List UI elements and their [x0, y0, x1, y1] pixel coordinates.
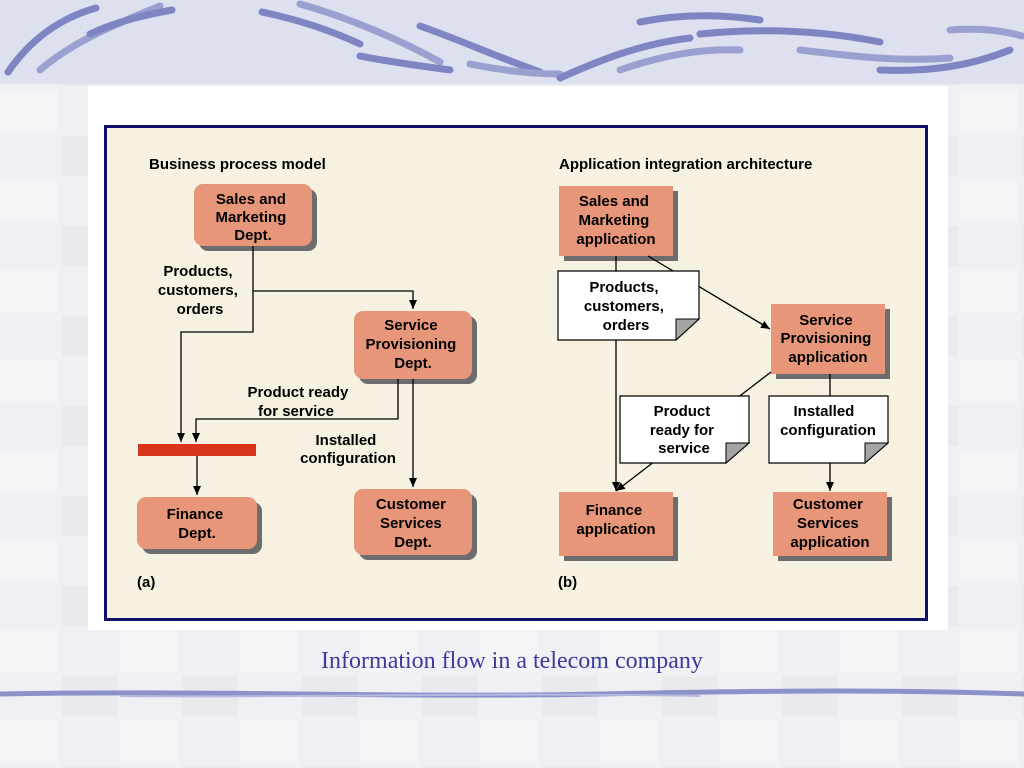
- panel-a-arrow-sales-to-bar: [177, 246, 254, 442]
- panel-b-arrow-sales-to-service: [647, 255, 771, 330]
- panel-b-sales-node: Sales and Marketing application: [559, 186, 678, 261]
- svg-text:Finance Dept.: Finance Dept.: [167, 506, 228, 542]
- panel-a-customer-node: Customer Services Dept.: [354, 489, 477, 560]
- header-swoosh-band: [0, 0, 1024, 84]
- panel-b-service-node: Service Provisioning application: [771, 304, 890, 379]
- bottom-swoosh-rule: [0, 688, 1024, 698]
- svg-text:Sales and Marketing: Sales and Marketing Dept.: [215, 191, 290, 244]
- panel-a-tag: (a): [137, 574, 155, 591]
- panel-a-finance-node: Finance Dept.: [137, 497, 262, 554]
- svg-text:Service Provisioning: Service Provisioning application: [780, 312, 875, 366]
- panel-b-document-product-ready: Product ready for service: [619, 395, 751, 465]
- information-flow-diagram: Business process model Sales and Marketi…: [104, 125, 928, 621]
- panel-b-finance-node: Finance application: [559, 492, 678, 561]
- panel-a-label-installed: Installed configuration: [300, 432, 396, 467]
- panel-b-tag: (b): [558, 574, 577, 591]
- svg-text:Service Provisioning: Service Provisioning Dept.: [365, 317, 460, 372]
- svg-text:Installed configuration: Installed configuration: [780, 403, 876, 439]
- panel-a-heading: Business process model: [149, 156, 326, 173]
- panel-a-label-product-ready: Product ready for service: [247, 384, 352, 420]
- svg-text:Product ready for: Product ready for service: [650, 403, 718, 457]
- svg-text:Products, customers,: Products, customers, orders: [584, 279, 668, 334]
- svg-text:Finance application: Finance application: [576, 502, 655, 538]
- svg-text:Sales and Marketing: Sales and Marketing application: [576, 193, 655, 248]
- slide-caption: Information flow in a telecom company: [321, 648, 703, 674]
- panel-a-arrow-service-to-bar: [192, 379, 399, 442]
- panel-a-sales-node: Sales and Marketing Dept.: [194, 184, 317, 251]
- panel-a-arrow-sales-to-service: [253, 290, 417, 309]
- panel-b-heading: Application integration architecture: [559, 156, 812, 173]
- panel-a-label-products: Products, customers, orders: [158, 263, 242, 318]
- panel-b-customer-node: Customer Services application: [773, 492, 892, 561]
- panel-b-document-installed: Installed configuration: [768, 395, 890, 465]
- panel-a-join-bar: [138, 444, 256, 456]
- svg-text:Customer Services: Customer Services application: [790, 496, 869, 551]
- panel-b-document-products: Products, customers, orders: [557, 270, 701, 342]
- svg-text:Customer Services: Customer Services Dept.: [376, 496, 450, 551]
- panel-a-service-node: Service Provisioning Dept.: [354, 311, 477, 384]
